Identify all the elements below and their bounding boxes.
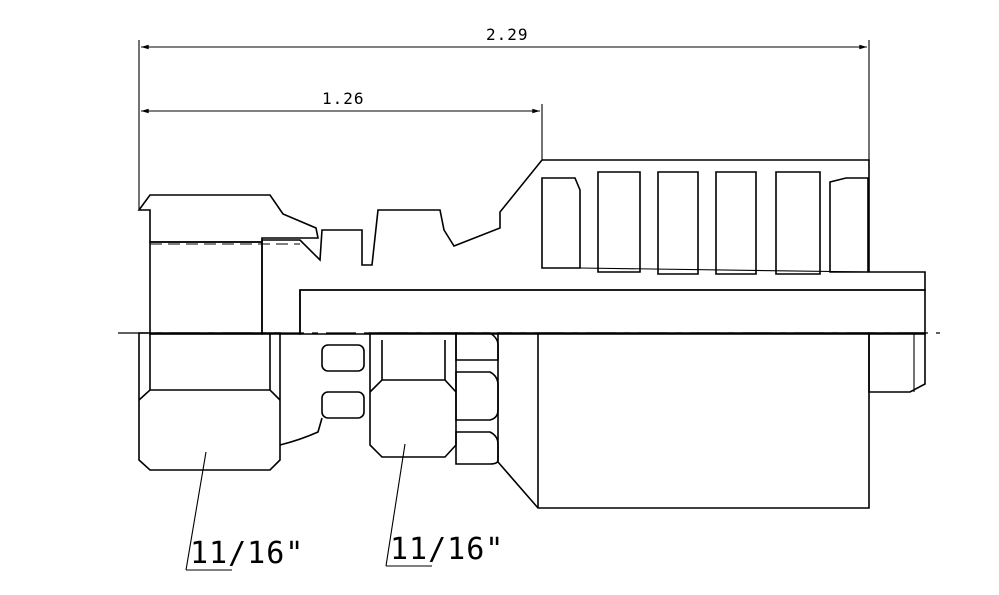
ferrule-exterior (497, 332, 870, 509)
body-section (261, 159, 926, 335)
body-hex-face (369, 340, 457, 393)
groove-6 (829, 177, 869, 273)
groove-5 (775, 171, 821, 275)
swivel-nut-section (137, 194, 319, 243)
partial-length-dimension: 1.26 (141, 89, 543, 160)
body-hex-size-label: 11/16" (390, 532, 504, 567)
collar-tab-1 (321, 344, 365, 372)
nut-bore (149, 241, 263, 335)
ferrule-grooves (541, 171, 870, 275)
collar-tab-2 (321, 391, 365, 419)
collar-tabs (321, 344, 365, 419)
nut-hex-flat (138, 389, 281, 401)
section-view (137, 159, 926, 335)
swivel-nut-hex (138, 332, 281, 471)
hex-side-lobes (455, 332, 499, 465)
ferrule-taper-line (579, 267, 870, 273)
swivel-nut-callout: 11/16" (185, 451, 304, 571)
groove-2 (597, 171, 641, 273)
body-hex-callout: 11/16" (385, 443, 504, 567)
overall-length-dimension: 2.29 (138, 25, 870, 210)
lobe-3 (455, 431, 499, 465)
partial-length-label: 1.26 (322, 89, 365, 108)
body-hex (369, 332, 457, 458)
groove-1 (541, 177, 581, 269)
nut-skirt (279, 417, 323, 446)
swivel-nut-size-label: 11/16" (190, 536, 304, 571)
nut-hex-lower (149, 333, 271, 390)
overall-length-label: 2.29 (486, 25, 529, 44)
groove-3 (657, 171, 699, 275)
stem-bore (299, 289, 926, 335)
stem-tip (868, 332, 926, 393)
lobe-1 (455, 332, 499, 361)
groove-4 (715, 171, 757, 275)
hex-leader-line (385, 443, 406, 567)
lobe-2 (455, 371, 499, 421)
exterior-view (138, 332, 926, 509)
nut-leader-line (185, 451, 207, 571)
